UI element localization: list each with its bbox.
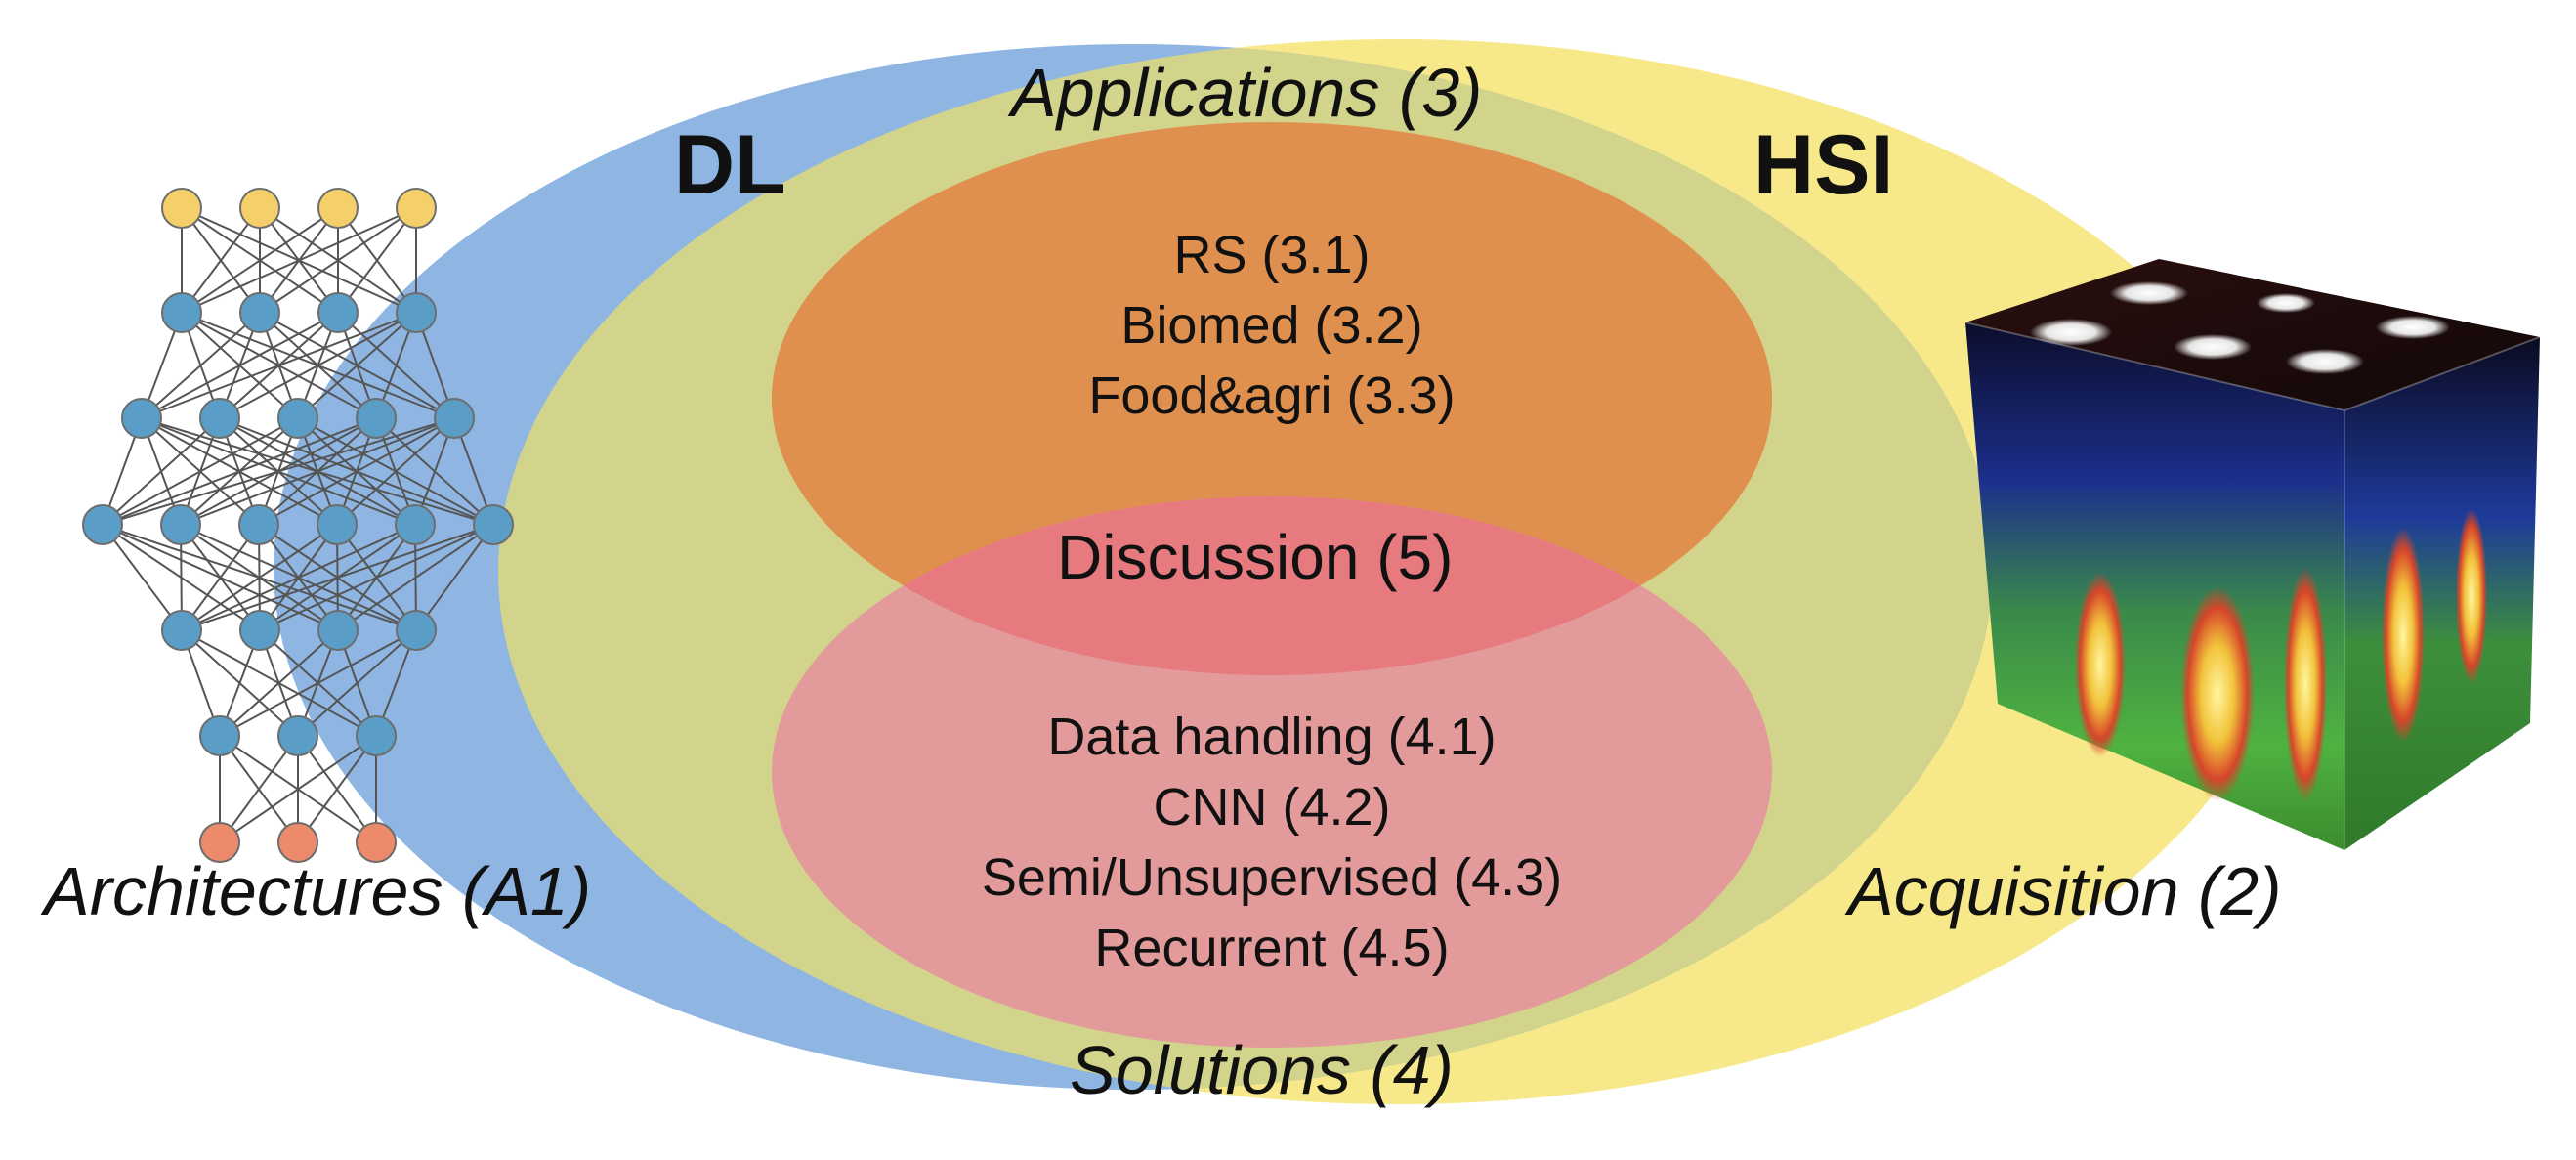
nn-connection [297, 629, 417, 737]
nn-node [199, 715, 240, 756]
applications-items: RS (3.1) Biomed (3.2) Food&agri (3.3) [979, 220, 1565, 431]
applications-item: RS (3.1) [1173, 226, 1371, 284]
nn-node [317, 188, 359, 229]
nn-node [356, 715, 397, 756]
nn-connection [297, 312, 417, 419]
nn-connection [297, 735, 377, 843]
discussion-overlap [772, 496, 1772, 675]
hyperspectral-cube-icon [1964, 259, 2541, 850]
solutions-items: Data handling (4.1) CNN (4.2) Semi/Unsup… [881, 702, 1663, 983]
nn-node [82, 504, 123, 545]
nn-connection [102, 524, 183, 631]
solutions-item: CNN (4.2) [1153, 778, 1391, 837]
nn-connection [219, 312, 417, 419]
nn-node [161, 292, 202, 333]
applications-item: Biomed (3.2) [1120, 296, 1423, 355]
nn-node [473, 504, 514, 545]
dl-label: DL [674, 118, 786, 212]
nn-node [396, 292, 437, 333]
nn-connection [102, 417, 455, 526]
nn-node [396, 188, 437, 229]
nn-connection [181, 524, 260, 631]
nn-node [277, 822, 318, 863]
nn-node [121, 398, 162, 439]
solutions-item: Semi/Unsupervised (4.3) [981, 848, 1563, 907]
hsi-label: HSI [1753, 118, 1894, 212]
nn-connection [181, 207, 339, 314]
applications-item: Food&agri (3.3) [1088, 366, 1456, 425]
nn-node [199, 398, 240, 439]
nn-connection [258, 417, 455, 526]
nn-connection [336, 417, 455, 526]
solutions-label: Solutions (4) [1070, 1032, 1454, 1108]
nn-connection [219, 735, 377, 843]
nn-node [161, 610, 202, 651]
nn-node [277, 398, 318, 439]
nn-node [199, 822, 240, 863]
nn-node [396, 610, 437, 651]
nn-node [434, 398, 475, 439]
nn-node [395, 504, 436, 545]
nn-node [160, 504, 201, 545]
nn-node [317, 504, 358, 545]
nn-node [239, 188, 280, 229]
solutions-item: Data handling (4.1) [1047, 708, 1497, 766]
nn-connection [141, 312, 339, 419]
nn-connection [181, 524, 338, 631]
nn-connection [181, 524, 494, 631]
solutions-item: Recurrent (4.5) [1094, 919, 1450, 977]
nn-connection [337, 207, 417, 314]
nn-connection [102, 417, 221, 526]
nn-connection [415, 524, 494, 631]
nn-connection [141, 312, 261, 419]
architectures-label: Architectures (A1) [44, 853, 592, 929]
nn-node [239, 292, 280, 333]
nn-connection [181, 524, 416, 631]
neural-network-icon [82, 188, 514, 863]
nn-connection [102, 417, 299, 526]
nn-connection [180, 417, 455, 526]
nn-connection [102, 417, 377, 526]
nn-node [238, 504, 279, 545]
nn-connection [219, 735, 299, 843]
nn-connection [219, 629, 339, 737]
discussion-label: Discussion (5) [1057, 522, 1454, 592]
nn-connection [181, 207, 417, 314]
acquisition-label: Acquisition (2) [1848, 853, 2282, 929]
nn-connection [219, 629, 417, 737]
nn-node [356, 398, 397, 439]
nn-node [317, 610, 359, 651]
applications-label: Applications (3) [1011, 55, 1483, 131]
nn-connection [337, 524, 494, 631]
nn-connection [259, 207, 417, 314]
nn-node [239, 610, 280, 651]
nn-node [277, 715, 318, 756]
nn-node [317, 292, 359, 333]
nn-node [356, 822, 397, 863]
nn-connection [141, 312, 417, 419]
nn-connection [259, 524, 494, 631]
nn-connection [181, 207, 261, 314]
nn-node [161, 188, 202, 229]
